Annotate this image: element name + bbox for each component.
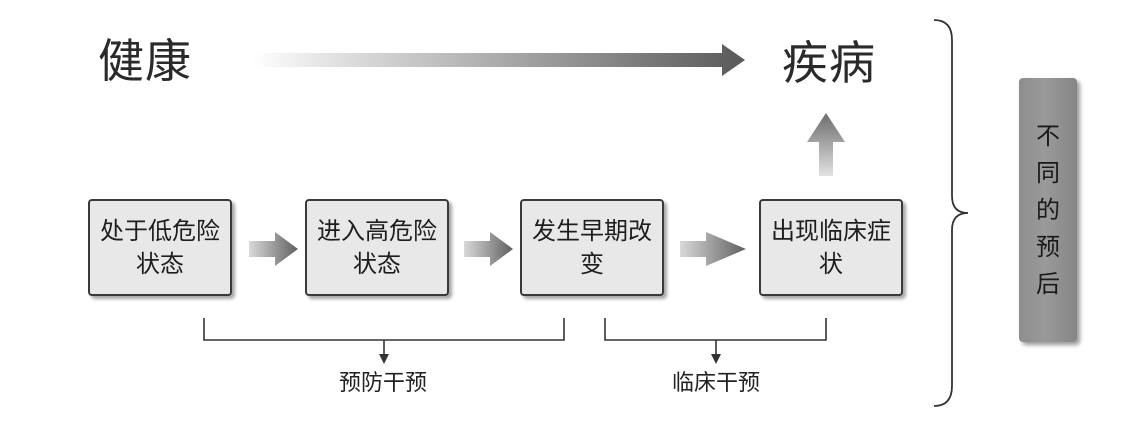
stage-early-change: 发生早期改变 [520,199,664,296]
disease-title: 疾病 [782,36,876,90]
stage-high-risk-label: 进入高危险状态 [317,217,437,278]
health-to-disease-arrow [252,44,745,76]
step-arrow-1 [249,232,298,266]
stage-clinical-symptoms-label: 出现临床症状 [771,217,891,278]
prevention-pointer [379,354,389,364]
health-title: 健康 [98,34,192,88]
prognosis-box: 不同的预后 [1019,78,1077,342]
prognosis-label: 不同的预后 [1036,121,1060,298]
preventive-intervention-label: 预防干预 [339,371,428,396]
right-curly-brace [933,19,969,407]
upward-arrow [807,113,845,176]
clinical-pointer [711,354,721,364]
stage-high-risk: 进入高危险状态 [305,199,449,296]
clinical-intervention-label: 临床干预 [672,371,761,396]
stage-clinical-symptoms: 出现临床症状 [759,199,903,296]
step-arrow-3 [680,232,746,266]
stage-low-risk: 处于低危险状态 [88,199,232,296]
stage-early-change-label: 发生早期改变 [532,217,652,278]
stage-low-risk-label: 处于低危险状态 [100,217,220,278]
step-arrow-2 [464,232,513,266]
